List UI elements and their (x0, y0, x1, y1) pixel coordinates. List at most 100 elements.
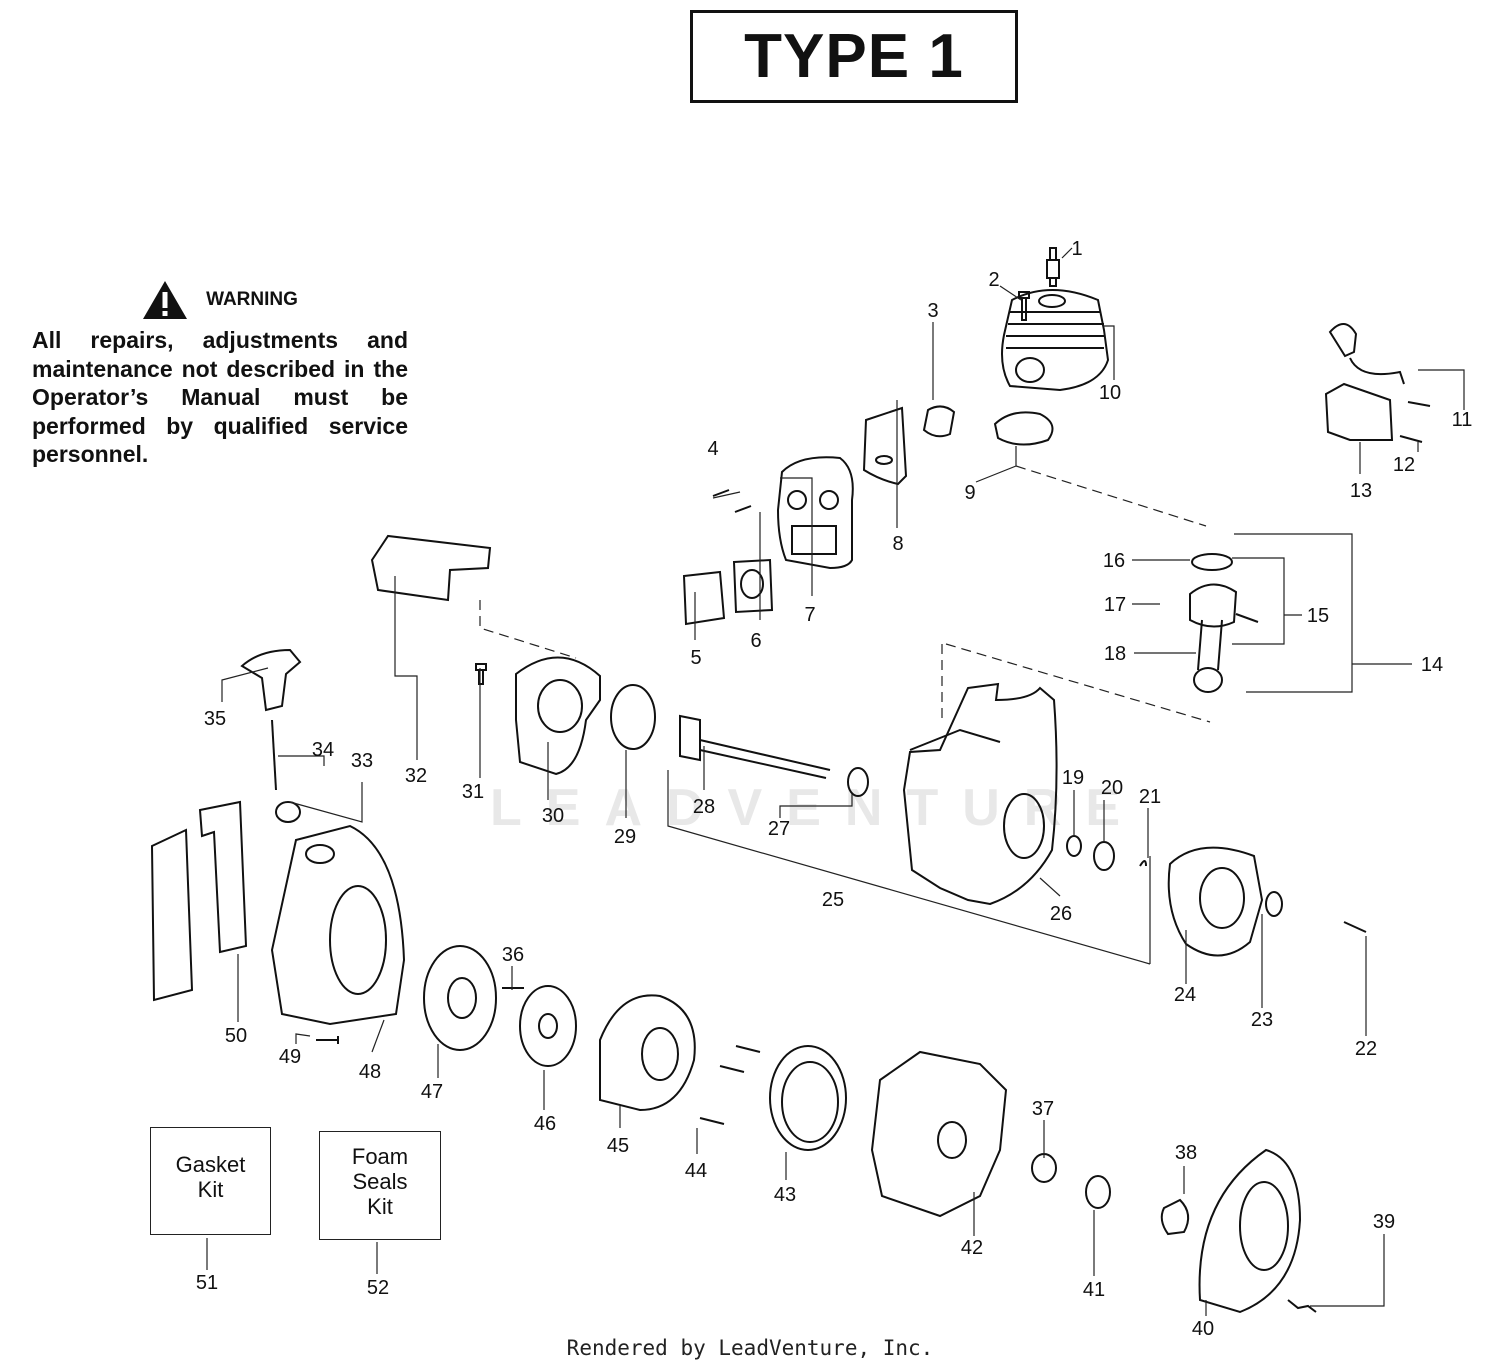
warning-panel: WARNING All repairs, adjustments and mai… (32, 280, 408, 469)
intake-boot-part (922, 405, 956, 438)
callout-34: 34 (312, 739, 334, 761)
muffler-heatshield-part (862, 406, 908, 486)
callout-44: 44 (685, 1160, 707, 1182)
callout-6: 6 (750, 630, 761, 652)
callout-14: 14 (1421, 654, 1443, 676)
callout-15: 15 (1307, 605, 1329, 627)
crankshaft-part (679, 714, 831, 779)
recoil-assembly-part (599, 994, 696, 1112)
leader-lines (206, 247, 1465, 1316)
callout-37: 37 (1032, 1098, 1054, 1120)
foam-seals-kit-box: Foam Seals Kit (319, 1131, 441, 1240)
callout-13: 13 (1350, 480, 1372, 502)
callout-21: 21 (1139, 786, 1161, 808)
crank-seal-part (847, 767, 869, 797)
callout-3: 3 (927, 300, 938, 322)
callout-38: 38 (1175, 1142, 1197, 1164)
cover-spring-part (1287, 1299, 1317, 1313)
callout-26: 26 (1050, 903, 1072, 925)
footer-credit: Rendered by LeadVenture, Inc. (566, 1336, 934, 1360)
warning-text: All repairs, adjustments and maintenance… (32, 327, 408, 467)
crankcase-gasket-part (610, 684, 656, 750)
callout-47: 47 (421, 1081, 443, 1103)
fan-housing-part (270, 824, 406, 1026)
muffler-gasket-part (732, 558, 774, 614)
callout-2: 2 (988, 269, 999, 291)
callout-7: 7 (804, 604, 815, 626)
ignition-module-part (1324, 323, 1405, 441)
piston-assembly-part (1189, 553, 1259, 693)
callout-52: 52 (367, 1277, 389, 1299)
gasket-kit-box: Gasket Kit (150, 1127, 271, 1235)
key-pin-part (1343, 921, 1367, 933)
callout-24: 24 (1174, 984, 1196, 1006)
callout-12: 12 (1393, 454, 1415, 476)
cylinder-gasket-part (993, 411, 1054, 446)
housing-screw-part (316, 1036, 339, 1044)
warning-heading: WARNING (206, 289, 298, 310)
crankcase-cover-part (515, 656, 601, 776)
bearings-part (1066, 835, 1147, 871)
callout-11: 11 (1452, 409, 1473, 431)
callout-41: 41 (1083, 1279, 1105, 1301)
callout-49: 49 (279, 1046, 301, 1068)
callout-50: 50 (225, 1025, 247, 1047)
alignment-lines (479, 465, 1211, 723)
knob-part (275, 801, 301, 823)
warning-triangle-icon (143, 281, 188, 319)
callout-28: 28 (693, 796, 715, 818)
fan-spacer-part (769, 1045, 847, 1151)
callout-22: 22 (1355, 1038, 1377, 1060)
recoil-screws-part (699, 1045, 761, 1125)
callout-40: 40 (1192, 1318, 1214, 1340)
callout-25: 25 (822, 889, 844, 911)
callout-29: 29 (614, 826, 636, 848)
cylinder-part (1001, 289, 1110, 392)
callout-20: 20 (1101, 777, 1123, 799)
callout-35: 35 (204, 708, 226, 730)
callout-42: 42 (961, 1237, 983, 1259)
page-title: TYPE 1 (744, 22, 964, 91)
choke-spring-part (271, 719, 277, 791)
air-filter-foam-part (370, 534, 492, 602)
lock-washer-part (1085, 1175, 1111, 1209)
callout-23: 23 (1251, 1009, 1273, 1031)
blower-cover-part (1198, 1148, 1302, 1314)
callout-19: 19 (1062, 767, 1084, 789)
foam-seal-pieces-part (150, 800, 248, 1002)
callout-17: 17 (1104, 594, 1126, 616)
callout-8: 8 (892, 533, 903, 555)
bushing-part (1160, 1198, 1190, 1236)
callout-16: 16 (1103, 550, 1125, 572)
muffler-part (776, 456, 854, 570)
callout-39: 39 (1373, 1211, 1395, 1233)
callout-1: 1 (1071, 238, 1082, 260)
gasket-kit-label: Gasket Kit (175, 1152, 246, 1202)
callout-labels: 1 2 3 4 5 6 7 8 9 10 11 12 13 14 15 16 1… (196, 238, 1473, 1340)
foam-seals-kit-label: Foam Seals Kit (351, 1144, 409, 1219)
ignition-screws-part (1399, 401, 1431, 443)
flywheel-washer-part (1265, 891, 1283, 917)
callout-36: 36 (502, 944, 524, 966)
callout-9: 9 (964, 482, 975, 504)
warning-header: WARNING (32, 280, 408, 320)
callout-33: 33 (351, 750, 373, 772)
cover-screw-part (475, 663, 487, 685)
callout-51: 51 (196, 1272, 218, 1294)
callout-48: 48 (359, 1061, 381, 1083)
washer-part (519, 985, 577, 1067)
flywheel-part (1167, 846, 1264, 957)
engine-housing-part (902, 682, 1058, 906)
impeller-part (870, 1050, 1008, 1218)
callout-5: 5 (690, 647, 701, 669)
callout-45: 45 (607, 1135, 629, 1157)
watermark: LEADVENTURE (490, 779, 1145, 837)
choke-lever-part (240, 648, 302, 712)
callout-4: 4 (707, 438, 718, 460)
callout-30: 30 (542, 805, 564, 827)
callout-32: 32 (405, 765, 427, 787)
impeller-nut-part (1031, 1153, 1057, 1183)
muffler-screws-part (712, 489, 752, 513)
spark-arrestor-plate-part (682, 570, 726, 626)
